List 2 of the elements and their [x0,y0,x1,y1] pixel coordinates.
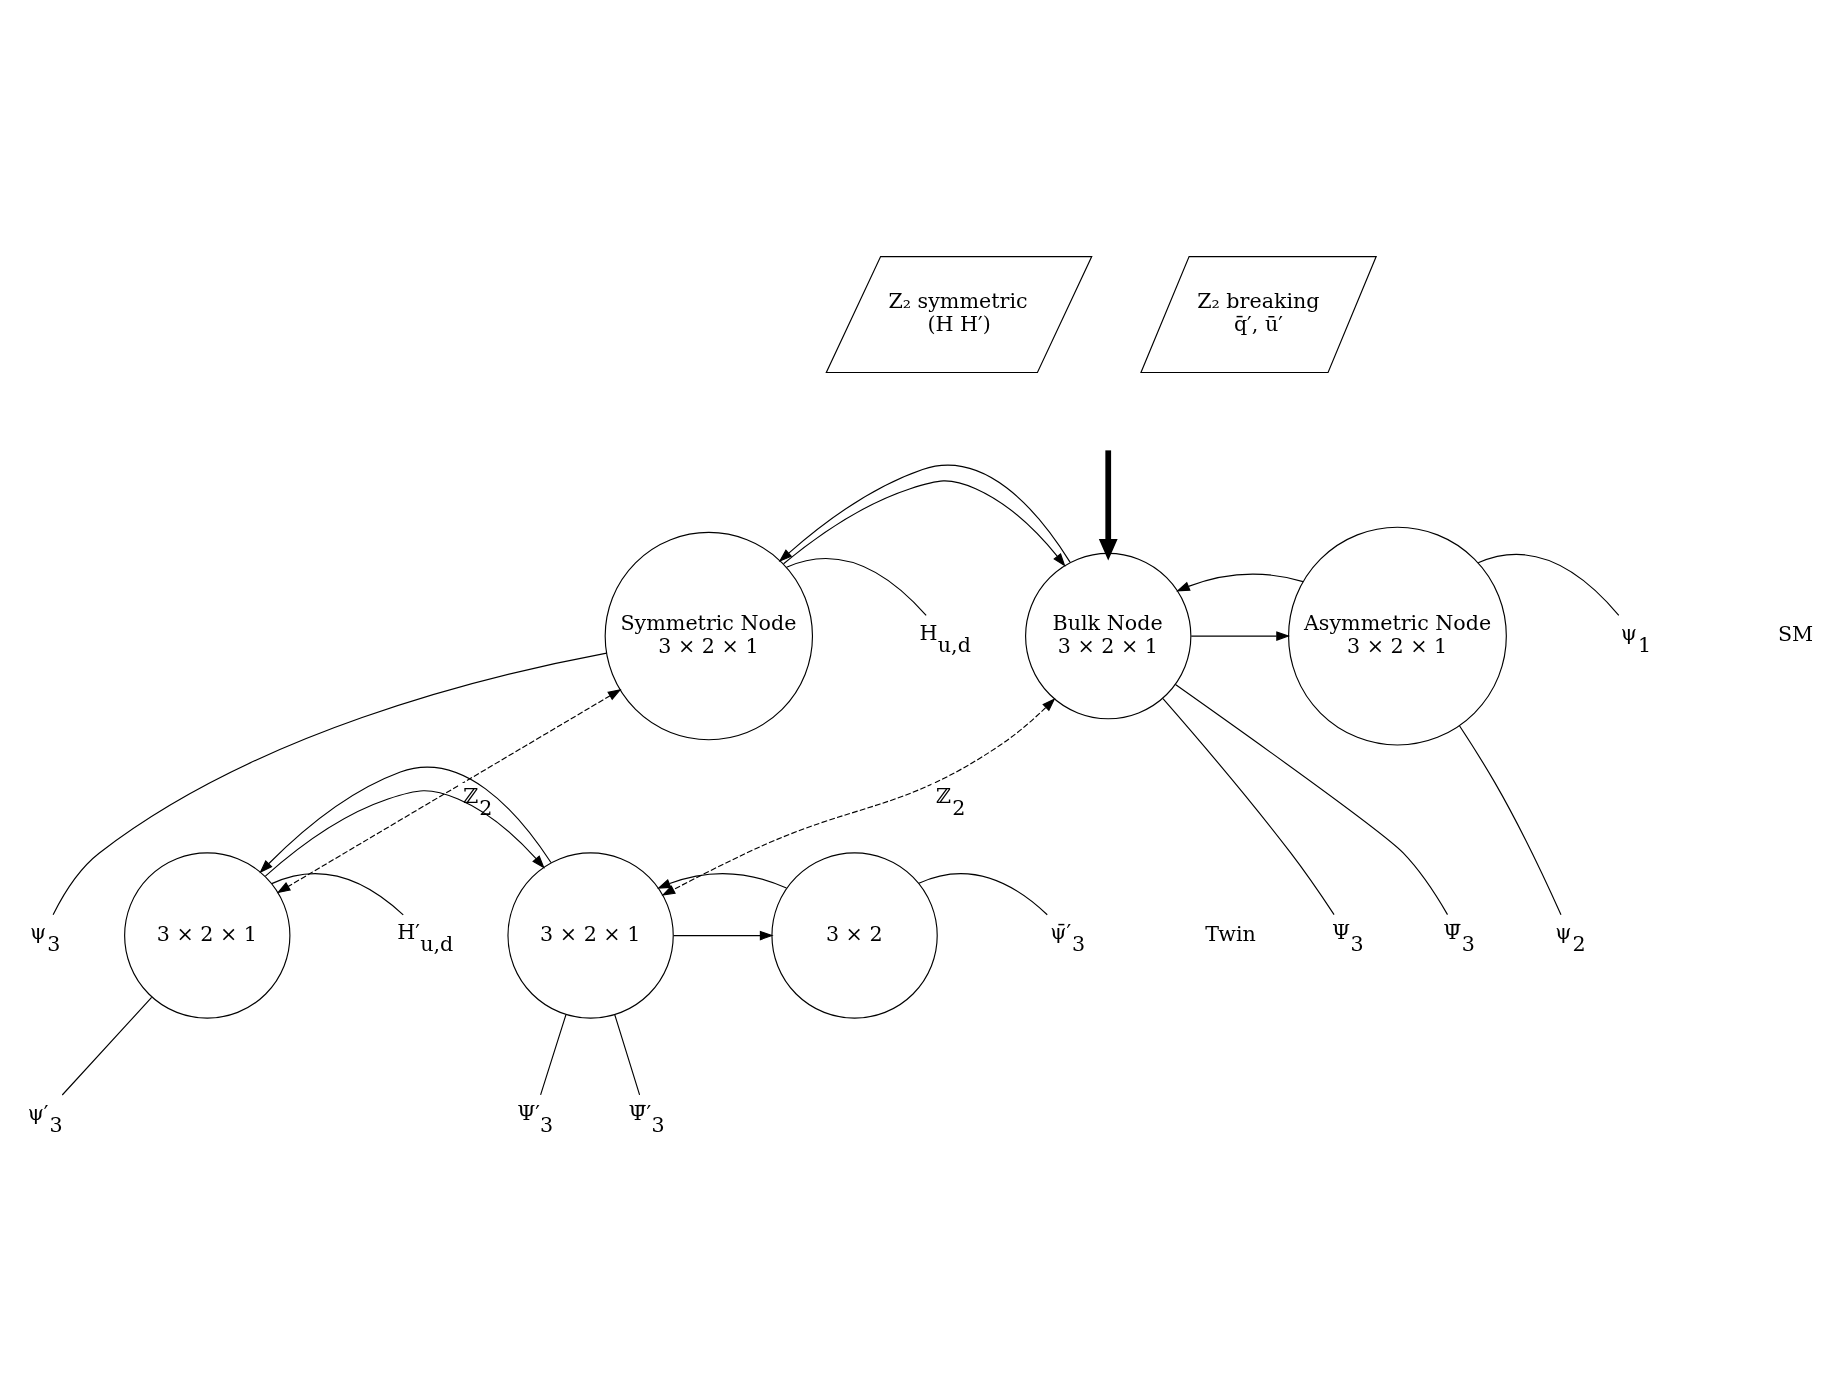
label: SM [1777,621,1814,646]
label: Twin [1205,921,1256,946]
